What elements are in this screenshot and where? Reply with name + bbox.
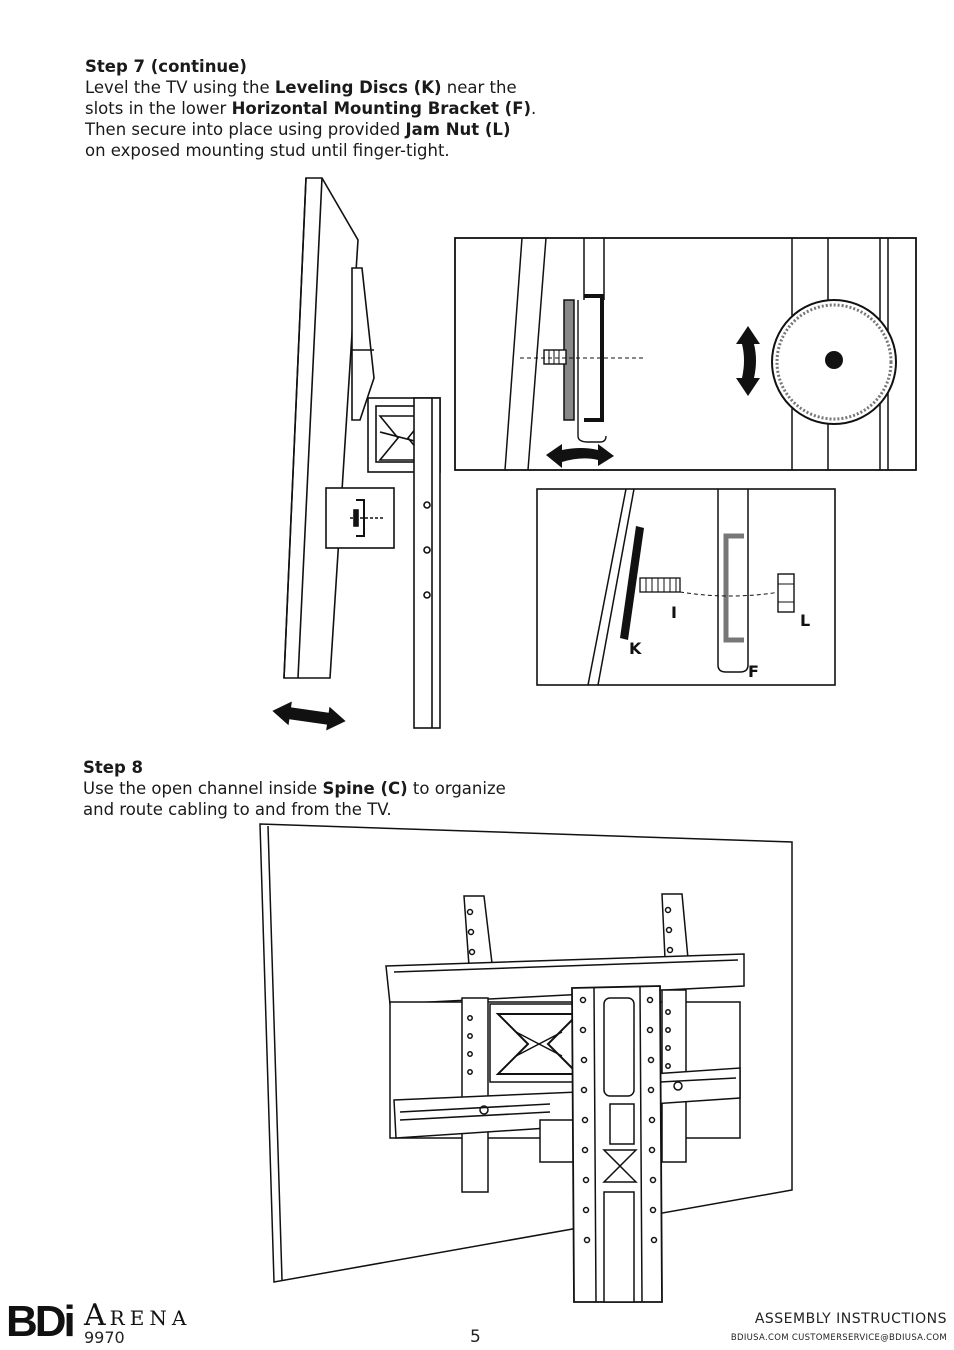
page-number: 5 — [470, 1327, 481, 1347]
label-k: K — [629, 639, 642, 658]
website-contact: BDIUSA.COM CUSTOMERSERVICE@BDIUSA.COM — [730, 1333, 947, 1343]
step-8-line-2: and route cabling to and from the TV. — [83, 800, 392, 819]
step-7-line-1: Level the TV using the Leveling Discs (K… — [85, 78, 517, 97]
bdi-logo: BDi — [6, 1297, 76, 1346]
step-8-title: Step 8 — [83, 758, 143, 777]
step-7-text: Step 7 (continue) Level the TV using the… — [85, 56, 645, 161]
label-i: I — [671, 603, 677, 622]
step-8-text: Step 8 Use the open channel inside Spine… — [83, 757, 643, 820]
step-7-title: Step 7 (continue) — [85, 57, 247, 76]
label-f: F — [748, 662, 759, 681]
step-8-line-1: Use the open channel inside Spine (C) to… — [83, 779, 506, 798]
step-7-line-3: Then secure into place using provided Ja… — [85, 120, 511, 139]
step-7-line-2: slots in the lower Horizontal Mounting B… — [85, 99, 537, 118]
model-number: 9970 — [84, 1328, 125, 1347]
step-7-line-4: on exposed mounting stud until finger-ti… — [85, 141, 450, 160]
arena-logo: ARENA — [84, 1298, 192, 1333]
label-l: L — [800, 611, 810, 630]
assembly-instructions-label: ASSEMBLY INSTRUCTIONS — [754, 1311, 947, 1327]
